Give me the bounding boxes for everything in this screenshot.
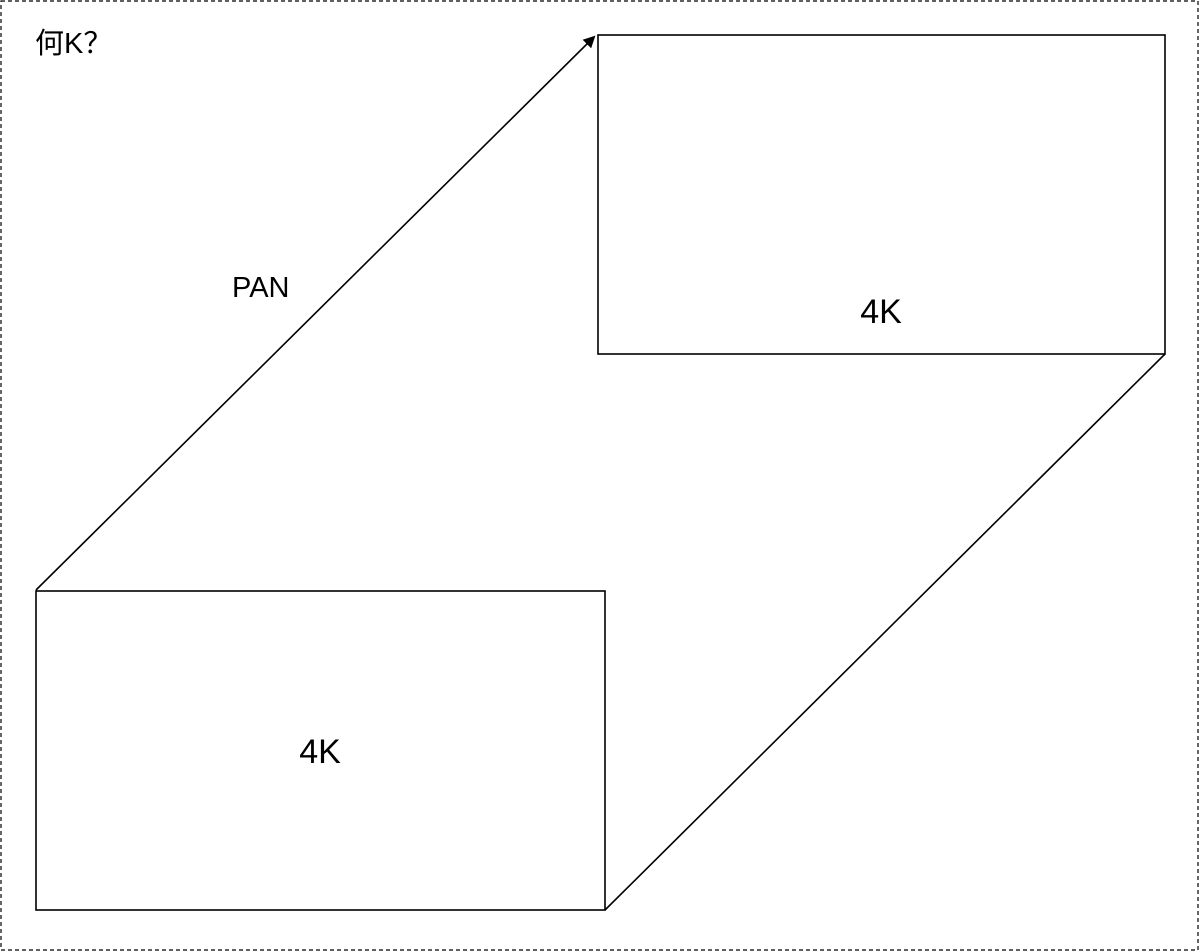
pan-arrow-label: PAN (232, 272, 289, 304)
source-box-label: 4K (299, 733, 341, 771)
pan-arrow (35, 35, 596, 591)
connector-line (604, 353, 1166, 911)
target-box (597, 34, 1166, 355)
target-box-label: 4K (860, 293, 902, 331)
frame-title: 何K？ (35, 27, 112, 60)
source-box (35, 590, 606, 911)
